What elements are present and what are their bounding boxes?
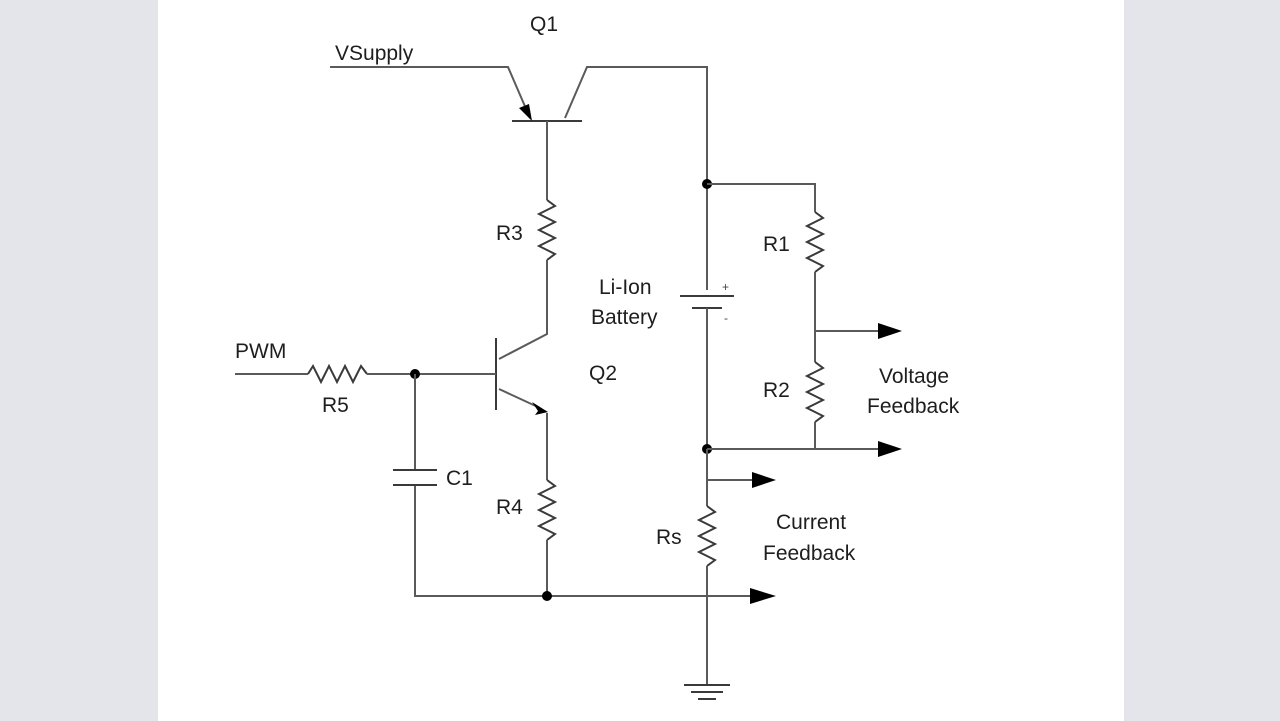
schematic-canvas: Q1 VSupply R3 R1 Li-Ion Battery + - PWM … <box>158 0 1124 721</box>
label-voltage-feedback-line2: Feedback <box>867 395 960 418</box>
charger-schematic: Q1 VSupply R3 R1 Li-Ion Battery + - PWM … <box>235 13 960 700</box>
label-r4: R4 <box>496 496 523 519</box>
rs-resistor <box>696 505 718 567</box>
label-q2: Q2 <box>589 362 617 385</box>
r5-resistor <box>307 363 368 385</box>
q1-emitter-lead <box>330 66 531 119</box>
label-r1: R1 <box>763 233 790 256</box>
label-c1: C1 <box>446 467 473 490</box>
cfb-arrow <box>752 472 776 488</box>
vfb-divider-arrow <box>878 323 902 339</box>
q2-emitter-arrow <box>532 402 548 415</box>
q2-emitter-lead <box>498 388 541 409</box>
label-voltage-feedback-line1: Voltage <box>879 365 949 388</box>
battery-minus-sign: - <box>724 311 728 325</box>
r4-resistor <box>536 479 558 541</box>
vfb-bottom-arrow <box>878 441 902 457</box>
battery-plus-sign: + <box>722 280 729 294</box>
c1-return-wire <box>414 486 750 597</box>
label-pwm: PWM <box>235 340 286 363</box>
ground-icon <box>684 684 730 700</box>
r3-resistor <box>536 199 558 261</box>
q1-collector-lead <box>564 66 708 184</box>
q1-emitter-arrow <box>519 104 532 121</box>
label-current-feedback-line1: Current <box>776 511 846 534</box>
label-battery-line2: Battery <box>591 306 658 329</box>
r1-resistor <box>804 211 826 273</box>
label-rs: Rs <box>656 526 682 549</box>
junction-r4-bottom <box>542 591 552 601</box>
q2-transistor <box>495 338 548 415</box>
label-r3: R3 <box>496 222 523 245</box>
label-vsupply: VSupply <box>335 42 414 65</box>
r2-resistor <box>804 361 826 423</box>
label-r2: R2 <box>763 379 790 402</box>
r3-to-q2-collector <box>498 260 548 360</box>
ground-return-arrow <box>750 588 776 604</box>
label-q1: Q1 <box>530 13 558 36</box>
label-battery-line1: Li-Ion <box>599 276 652 299</box>
label-current-feedback-line2: Feedback <box>763 542 856 565</box>
r1-top-wire <box>707 183 816 212</box>
label-r5: R5 <box>322 394 349 417</box>
q1-transistor <box>330 66 708 184</box>
